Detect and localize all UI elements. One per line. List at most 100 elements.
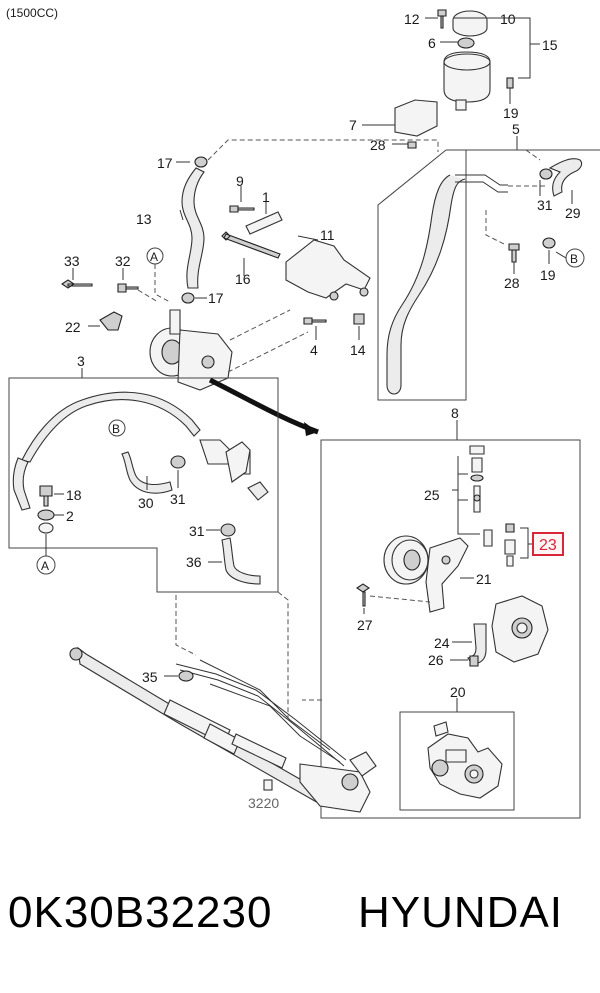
callout-19-top: 19	[503, 105, 519, 121]
callout-36: 36	[186, 554, 202, 570]
clamp-31-top	[539, 168, 553, 180]
callout-16: 16	[235, 271, 251, 287]
marker-a-top: A	[150, 250, 158, 264]
callout-13: 13	[136, 211, 152, 227]
hose-fitting-end	[247, 481, 269, 501]
variant-label: (1500CC)	[6, 6, 58, 20]
callout-31-box3-lower: 31	[189, 523, 205, 539]
callout-8: 8	[451, 405, 459, 421]
footer: 0K30B32230 HYUNDAI	[0, 880, 600, 950]
clip-19-top	[506, 77, 514, 89]
callout-4: 4	[310, 342, 318, 358]
callout-15: 15	[542, 37, 558, 53]
valve-parts-23	[504, 523, 516, 567]
bolt-27	[356, 583, 370, 607]
pump-detail-box	[320, 439, 581, 819]
bolt-18	[39, 485, 53, 507]
pump-assembly-center	[149, 309, 233, 391]
marker-a-bottom: A	[41, 559, 49, 573]
pulley-detail	[383, 535, 429, 585]
pump-body-detail	[491, 595, 549, 663]
bolt-9	[229, 205, 255, 213]
callout-23-highlighted: 23	[539, 537, 557, 554]
valve-stack-25	[469, 445, 493, 547]
hose-36	[221, 537, 261, 585]
bracket-boss-2	[359, 287, 369, 297]
bolt-28-top	[407, 141, 417, 149]
callout-31-top: 31	[537, 197, 553, 213]
reservoir-bracket	[394, 99, 438, 137]
reservoir-cap-side	[452, 20, 488, 37]
marker-a-circle-bottom	[36, 555, 56, 575]
callout-10: 10	[500, 11, 516, 27]
callout-3220: 3220	[248, 795, 279, 811]
clamp-17-lower	[181, 292, 195, 304]
filter-ring	[457, 37, 475, 49]
callout-24: 24	[434, 635, 450, 651]
callout-25: 25	[424, 487, 440, 503]
brand-name: HYUNDAI	[358, 888, 564, 937]
bolt-16	[221, 231, 281, 259]
bolt-28-right	[508, 243, 520, 263]
hose-29	[548, 158, 583, 197]
callout-1: 1	[262, 189, 270, 205]
part-number: 0K30B32230	[8, 888, 273, 937]
hose-30	[121, 451, 173, 494]
callout-35: 35	[142, 669, 158, 685]
bolt-33	[61, 279, 93, 289]
callout-30: 30	[138, 495, 154, 511]
oring-26	[469, 655, 479, 667]
ref-3220-marker	[263, 779, 273, 791]
highlight-box-23	[532, 532, 564, 556]
hose-13	[181, 167, 205, 289]
callout-18: 18	[66, 487, 82, 503]
callout-12: 12	[404, 11, 420, 27]
callout-3: 3	[77, 353, 85, 369]
clip-22	[99, 311, 123, 331]
hose-fitting-bracket	[225, 441, 251, 483]
clamp-31-box3-lower	[220, 523, 236, 537]
callout-28-right: 28	[504, 275, 520, 291]
callout-17-top: 17	[157, 155, 173, 171]
callout-17-lower: 17	[208, 290, 224, 306]
clip-19-right	[542, 237, 556, 249]
callout-27: 27	[357, 617, 373, 633]
reservoir-assembly	[394, 9, 514, 149]
callout-29: 29	[565, 205, 581, 221]
callout-14: 14	[350, 342, 366, 358]
pump-port	[201, 355, 215, 369]
pump-assembly-box-20	[399, 711, 515, 811]
bracket-21-hole	[441, 555, 451, 565]
nut-14	[353, 313, 365, 325]
bracket-boss	[329, 291, 339, 301]
reservoir-top	[443, 53, 491, 71]
callout-32: 32	[115, 253, 131, 269]
detail-arrow	[208, 377, 319, 435]
callout-11: 11	[320, 227, 335, 243]
callout-21: 21	[476, 571, 492, 587]
callout-19-right: 19	[540, 267, 556, 283]
return-line-box	[377, 149, 467, 401]
clamp-31-box3	[170, 455, 186, 469]
steering-rack	[69, 646, 377, 813]
plate-1	[245, 211, 283, 235]
return-pipe	[386, 174, 466, 395]
pressure-hose	[21, 391, 201, 463]
callout-26: 26	[428, 652, 444, 668]
callout-5: 5	[512, 121, 520, 137]
callout-31-box3: 31	[170, 491, 186, 507]
callout-9: 9	[236, 173, 244, 189]
washer-2	[37, 509, 55, 521]
detail-arrow-head	[304, 422, 318, 436]
bracket-11	[285, 239, 371, 299]
callout-22: 22	[65, 319, 81, 335]
callout-33: 33	[64, 253, 80, 269]
bolt-32	[117, 283, 139, 293]
clamp-35	[178, 670, 194, 682]
eye-fitting	[38, 522, 54, 534]
callout-6: 6	[428, 35, 436, 51]
marker-b-box3: B	[112, 422, 120, 436]
bracket-21	[425, 537, 469, 613]
bolt-12	[437, 9, 447, 29]
